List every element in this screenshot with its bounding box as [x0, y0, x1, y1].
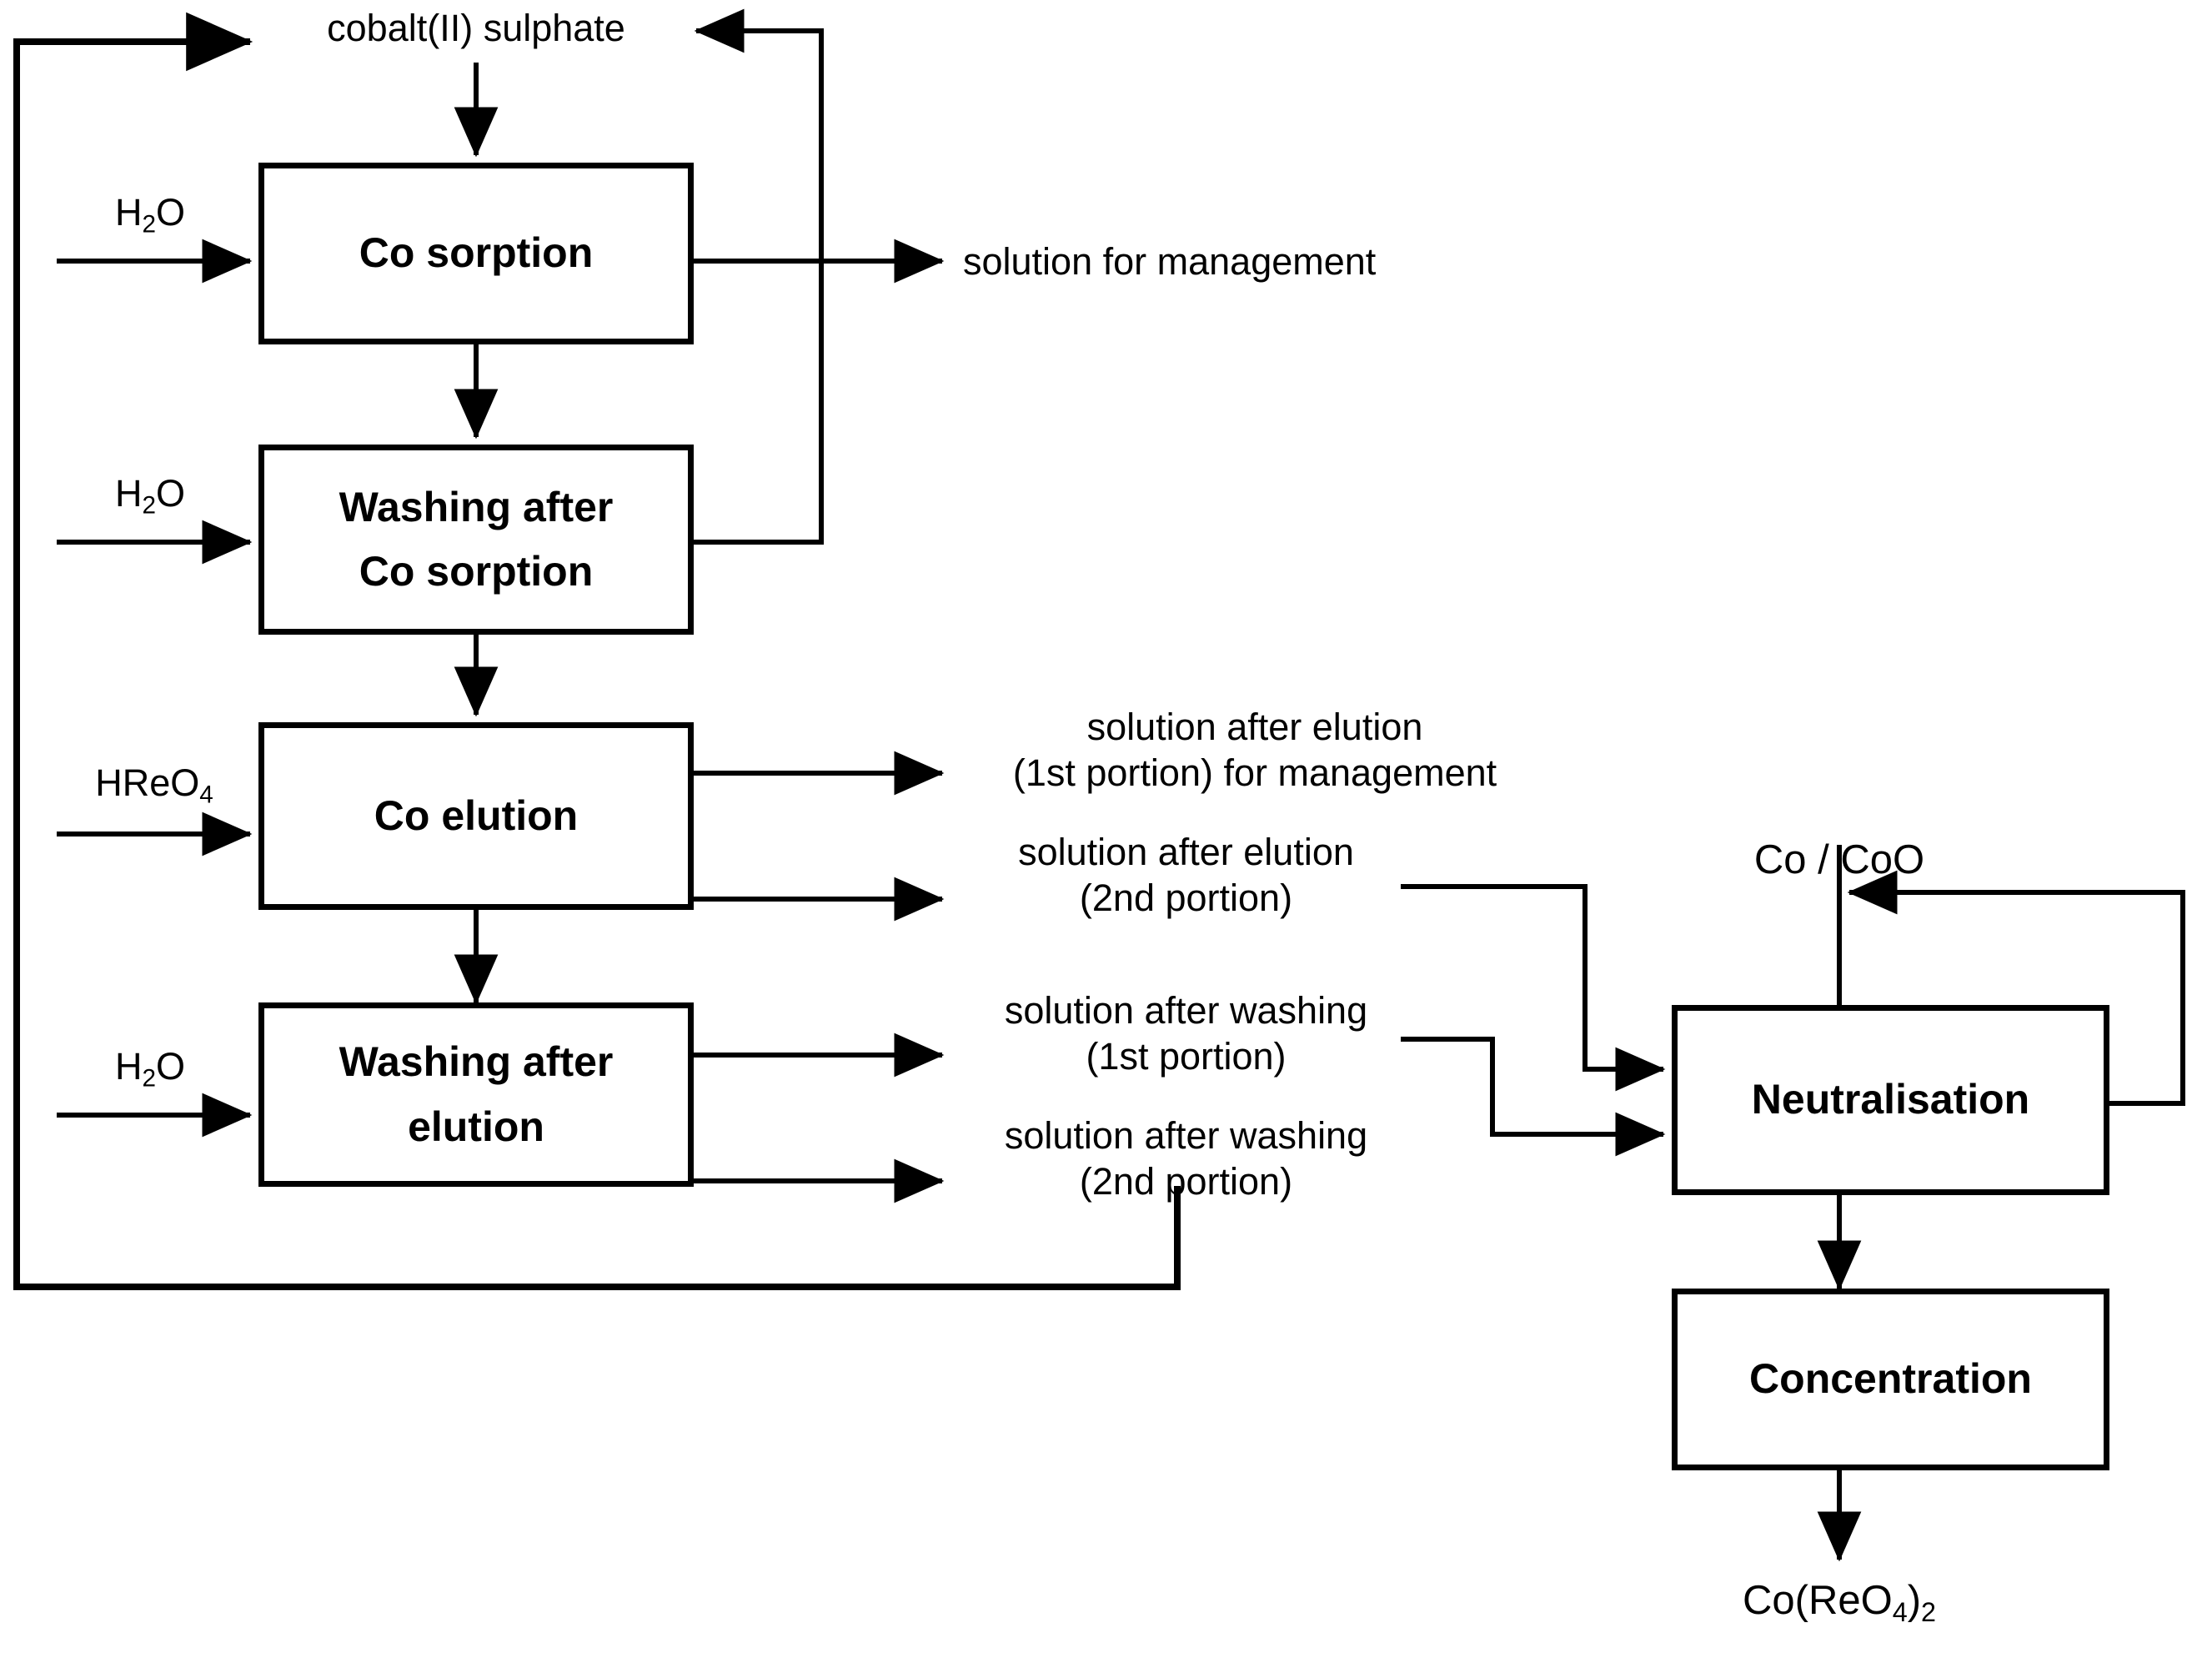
process-box-washing-after-co-sorption-label-line1: Washing after: [339, 483, 614, 530]
stream-label-water-washing-elution: H2O: [114, 1045, 186, 1093]
process-box-co-sorption[interactable]: Co sorption: [258, 163, 694, 344]
stream-label-co-coo: Co / CoO: [1753, 837, 1925, 882]
stream-label-eluate-1: solution after elution (1st portion) for…: [1012, 706, 1497, 794]
process-box-co-sorption-label: Co sorption: [359, 229, 594, 277]
stream-label-wash-2: solution after washing (2nd portion): [1004, 1114, 1368, 1203]
stream-label-eluate-2: solution after elution (2nd portion): [1018, 831, 1354, 919]
process-box-washing-after-co-sorption-label-line2: Co sorption: [359, 548, 594, 595]
feed-wash-1-to-neutralisation: [1401, 1037, 1666, 1157]
stream-label-product-co-perrhenate: Co(ReO4)2: [1742, 1578, 1936, 1628]
process-box-washing-after-elution-label-line1: Washing after: [339, 1038, 614, 1085]
stream-label-solution-for-management: solution for management: [963, 240, 1377, 283]
process-box-neutralisation[interactable]: Neutralisation: [1672, 1005, 2109, 1195]
process-box-washing-after-elution[interactable]: Washing after elution: [258, 1002, 694, 1187]
feed-eluate-2-to-neutralisation: [1401, 884, 1666, 1092]
stream-label-water-co-sorption: H2O: [114, 191, 186, 239]
stream-label-wash-1: solution after washing (1st portion): [1004, 989, 1368, 1078]
stream-label-water-washing-co-sorption: H2O: [114, 472, 186, 520]
recycle-washing-to-feed: [13, 12, 1181, 1290]
recycle-neutralisation-to-co-coo: [1847, 870, 2185, 1106]
process-box-co-elution[interactable]: Co elution: [258, 722, 694, 910]
process-box-washing-after-elution-label-line2: elution: [408, 1103, 544, 1150]
process-box-concentration-label: Concentration: [1749, 1355, 2032, 1403]
process-box-washing-after-co-sorption[interactable]: Washing after Co sorption: [258, 445, 694, 635]
process-box-concentration[interactable]: Concentration: [1672, 1289, 2109, 1470]
recycle-washing-co-sorption-to-feed: [694, 8, 824, 545]
stream-label-cobalt-sulphate: cobalt(II) sulphate: [301, 6, 651, 52]
stream-label-hreo4: HReO4: [95, 761, 213, 809]
process-box-co-elution-label: Co elution: [374, 791, 579, 839]
cobalt-sulphate-text: cobalt(II) sulphate: [327, 7, 625, 49]
process-box-neutralisation-label: Neutralisation: [1751, 1076, 2030, 1123]
